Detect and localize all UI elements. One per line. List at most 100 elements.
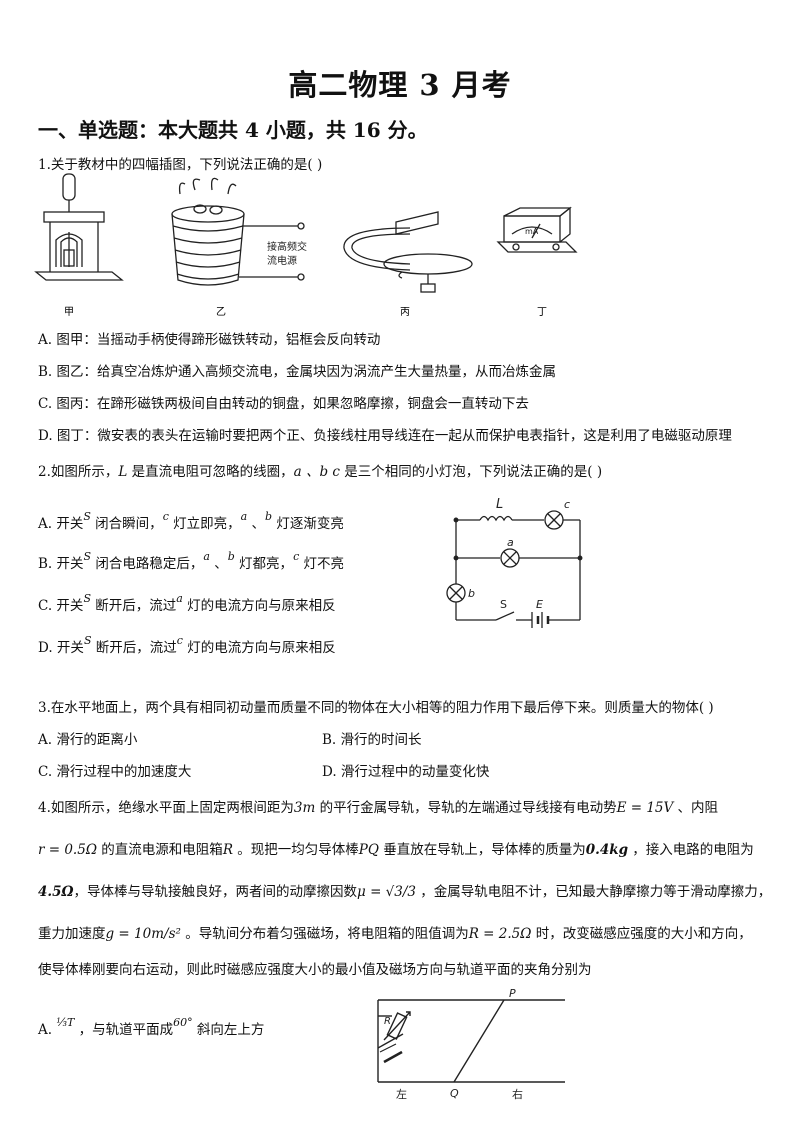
opt-text: B. 开关: [38, 556, 84, 572]
opt-text: ，与轨道平面成: [74, 1022, 174, 1038]
opt-text: 闭合瞬间，: [90, 516, 163, 532]
q4-math: ⅓T: [56, 1016, 75, 1029]
q1-option-b: B. 图乙：给真空冶炼炉通入高频交流电，金属块因为涡流产生大量热量，从而冶炼金属: [38, 364, 557, 380]
figure-label-right: 右: [512, 1087, 523, 1101]
q4-text: ，导体棒与导轨接触良好，两者间的动摩擦因数: [73, 884, 358, 900]
symbol-s: S: [83, 550, 92, 563]
figure-ding: [496, 206, 578, 253]
page-title: 高二物理 3 月考: [288, 68, 512, 102]
opt-text: 、: [209, 556, 228, 572]
symbol-c: c: [162, 510, 169, 523]
q4-math: 4.5Ω: [38, 884, 74, 900]
symbol-s: S: [83, 592, 91, 605]
q3-option-b: B. 滑行的时间长: [322, 732, 422, 748]
q3-option-c: C. 滑行过程中的加速度大: [38, 764, 192, 780]
figure-label-P: P: [509, 987, 516, 1000]
symbol-b: b: [227, 550, 235, 563]
opt-text: 灯的电流方向与原来相反: [182, 640, 336, 656]
figure-label-R: R: [384, 1016, 391, 1027]
symbol-c: c: [176, 634, 183, 647]
opt-text: 灯的电流方向与原来相反: [182, 598, 336, 614]
q4-math: E = 15V: [616, 800, 674, 816]
q4-line-1: 4.如图所示，绝缘水平面上固定两根间距为3m 的平行金属导轨，导轨的左端通过导线…: [38, 796, 718, 816]
q4-math: PQ: [358, 842, 379, 858]
q4-math: R: [222, 842, 233, 858]
q4-math: 0.4kg: [585, 842, 629, 858]
opt-text: A.: [38, 1022, 53, 1038]
q4-text: 、内阻: [673, 800, 719, 816]
symbol-a: a: [240, 510, 248, 523]
q3-option-d: D. 滑行过程中的动量变化快: [322, 764, 490, 780]
figure-bing: [343, 211, 473, 293]
opt-text: 灯不亮: [299, 556, 345, 572]
q4-line-2: r = 0.5Ω 的直流电源和电阻箱R 。现把一均匀导体棒PQ 垂直放在导轨上，…: [38, 838, 754, 858]
q4-math: r = 0.5Ω: [38, 842, 98, 858]
q2-option-a: A. 开关S 闭合瞬间，c 灯立即亮，a 、b 灯逐渐变亮: [38, 510, 344, 532]
caption-bing: 丙: [400, 307, 410, 318]
q2-stem-part: 2.如图所示，: [38, 464, 119, 480]
q4-text: 4.如图所示，绝缘水平面上固定两根间距为: [38, 800, 294, 816]
q4-option-a: A. ⅓T ，与轨道平面成60° 斜向左上方: [38, 1016, 264, 1038]
figure-label-Q: Q: [450, 1087, 459, 1100]
q4-math: R = 2.5Ω: [468, 926, 532, 942]
circuit-label-L: L: [496, 497, 503, 512]
q4-math: μ = √3/3: [357, 884, 417, 900]
symbol-b: b: [265, 510, 273, 523]
q1-figures: 接高频交 流电源 mA 甲 乙 丙 丁: [34, 173, 578, 318]
q4-text: 。现把一均匀导体棒: [232, 842, 359, 858]
opt-text: 灯逐渐变亮: [272, 516, 344, 532]
q4-math: g = 10m/s²: [105, 926, 181, 942]
q2-option-c: C. 开关S 断开后，流过a 灯的电流方向与原来相反: [38, 592, 336, 614]
q4-line-5: 使导体棒刚要向右运动，则此时磁感应强度大小的最小值及磁场方向与轨道平面的夹角分别…: [38, 962, 592, 978]
opt-text: 灯立即亮，: [168, 516, 241, 532]
symbol-s: S: [83, 510, 91, 523]
symbol-a: a: [176, 592, 183, 605]
caption-ding: 丁: [537, 307, 547, 318]
figure-yi-label-1: 接高频交: [267, 240, 307, 253]
q4-text: ，金属导轨电阻不计，已知最大静摩擦力等于滑动摩擦力，: [416, 884, 772, 900]
q4-text: 垂直放在导轨上，导体棒的质量为: [378, 842, 586, 858]
q4-figure: P Q 左 右 R: [377, 987, 565, 1101]
caption-jia: 甲: [64, 307, 74, 318]
opt-text: 、: [247, 516, 266, 532]
opt-text: A. 开关: [38, 516, 84, 532]
figure-yi-label-2: 流电源: [267, 254, 297, 267]
figure-jia: [34, 173, 124, 281]
opt-text: 断开后，流过: [91, 640, 177, 656]
q3-option-a: A. 滑行的距离小: [38, 732, 138, 748]
q2-stem-part: 是直流电阻可忽略的线圈，: [127, 464, 294, 480]
circuit-label-S: S: [500, 598, 507, 611]
q2-circuit: L c a b S E: [446, 497, 583, 628]
q4-text: 。导轨间分布着匀强磁场，将电阻箱的阻值调为: [180, 926, 469, 942]
opt-text: C. 开关: [38, 598, 84, 614]
opt-text: 闭合电路稳定后，: [91, 556, 204, 572]
q1-option-a: A. 图甲：当摇动手柄使得蹄形磁铁转动，铝框会反向转动: [38, 332, 381, 348]
q4-text: ，接入电路的电阻为: [628, 842, 754, 858]
q4-text: 重力加速度: [38, 926, 106, 942]
opt-text: D. 开关: [38, 640, 84, 656]
opt-text: 断开后，流过: [90, 598, 177, 614]
q2-option-b: B. 开关S 闭合电路稳定后，a 、b 灯都亮，c 灯不亮: [38, 550, 345, 572]
circuit-label-b: b: [468, 587, 475, 600]
q2-stem-abc: a 、b c: [293, 464, 340, 480]
symbol-a: a: [203, 550, 210, 563]
q1-option-c: C. 图丙：在蹄形磁铁两极间自由转动的铜盘，如果忽略摩擦，铜盘会一直转动下去: [38, 396, 529, 412]
q4-text: 的直流电源和电阻箱: [97, 842, 223, 858]
figure-ding-meter-label: mA: [525, 227, 539, 236]
q2-stem-L: L: [118, 464, 128, 480]
symbol-s: S: [83, 634, 92, 647]
figure-yi: [171, 177, 305, 286]
q3-stem: 3.在水平地面上，两个具有相同初动量而质量不同的物体在大小相等的阻力作用下最后停…: [38, 700, 714, 716]
q4-line-4: 重力加速度g = 10m/s² 。导轨间分布着匀强磁场，将电阻箱的阻值调为R =…: [38, 922, 752, 942]
q4-line-3: 4.5Ω，导体棒与导轨接触良好，两者间的动摩擦因数μ = √3/3 ，金属导轨电…: [38, 880, 771, 900]
q1-option-d: D. 图丁：微安表的表头在运输时要把两个正、负接线柱用导线连在一起从而保护电表指…: [38, 428, 732, 444]
caption-yi: 乙: [216, 306, 226, 318]
q2-stem-part: 是三个相同的小灯泡，下列说法正确的是( ): [340, 464, 603, 480]
q4-math: 3m: [293, 800, 316, 816]
figure-label-left: 左: [396, 1088, 407, 1101]
q2-option-d: D. 开关S 断开后，流过c 灯的电流方向与原来相反: [38, 634, 336, 656]
q4-text: 的平行金属导轨，导轨的左端通过导线接有电动势: [315, 800, 617, 816]
q1-stem: 1.关于教材中的四幅插图，下列说法正确的是( ): [38, 157, 323, 173]
q4-math: 60°: [173, 1016, 193, 1029]
circuit-label-a: a: [507, 536, 514, 549]
